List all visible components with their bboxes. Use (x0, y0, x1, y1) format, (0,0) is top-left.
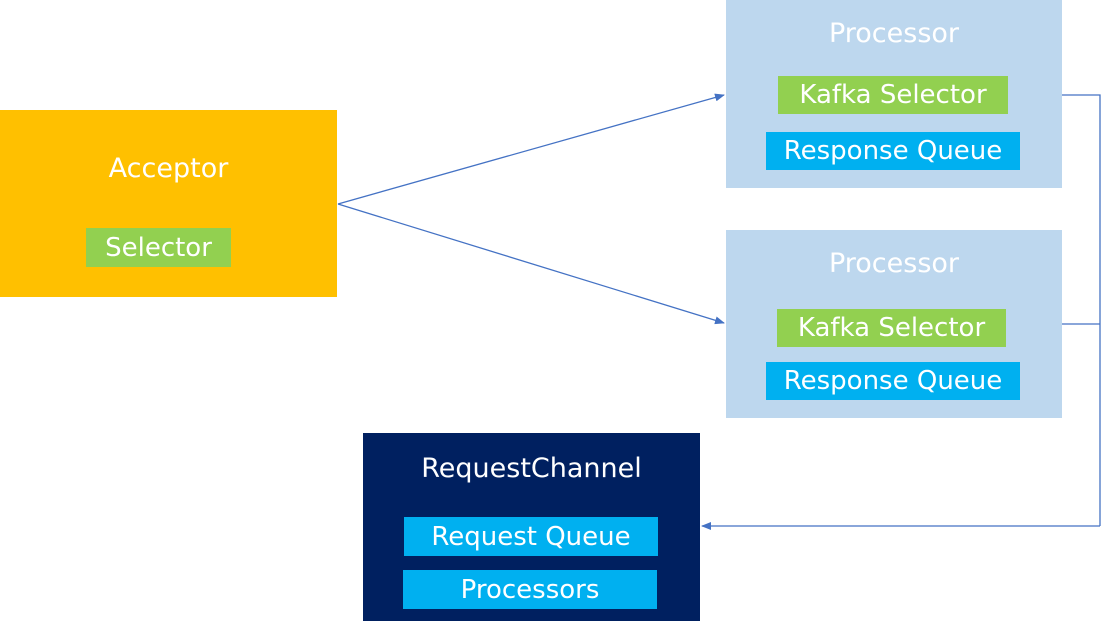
processor-box: Processor Kafka Selector Response Queue (726, 0, 1062, 188)
arrow-acceptor-to-processor-1 (337, 93, 725, 205)
kafka-selector: Kafka Selector (777, 309, 1006, 347)
kafka-selector: Kafka Selector (778, 76, 1008, 114)
arrow-acceptor-to-processor-2 (337, 203, 725, 325)
acceptor-selector: Selector (86, 228, 231, 267)
acceptor-title: Acceptor (108, 153, 229, 184)
request-channel-title: RequestChannel (421, 453, 642, 484)
connector-processor-1-out (1062, 94, 1101, 526)
request-queue: Request Queue (404, 517, 658, 556)
response-queue: Response Queue (766, 362, 1020, 400)
response-queue: Response Queue (766, 132, 1020, 170)
processor-title: Processor (828, 18, 960, 49)
processor-box: Processor Kafka Selector Response Queue (726, 230, 1062, 418)
processors-list: Processors (403, 570, 657, 609)
processor-title: Processor (828, 248, 960, 279)
acceptor-box: Acceptor Selector (0, 110, 337, 297)
request-channel-box: RequestChannel Request Queue Processors (363, 433, 700, 621)
